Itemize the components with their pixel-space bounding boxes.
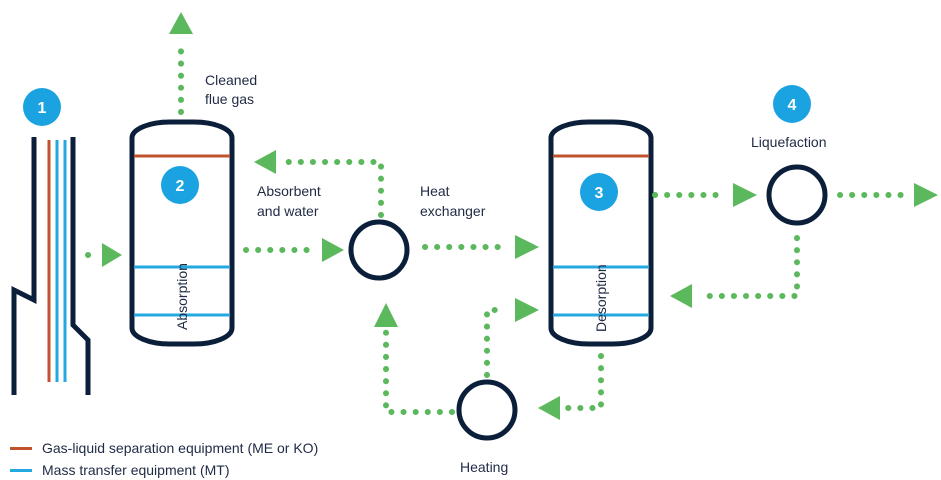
desorption-label: Desorption [593,264,609,332]
absorbent-label-2: and water [257,203,319,219]
svg-text:3: 3 [595,185,604,202]
heating-ring [456,379,518,441]
heat-exchanger-label-1: Heat [420,183,450,199]
heating-label: Heating [460,459,508,475]
step-badge-2: 2 [161,166,199,204]
liquefaction-label: Liquefaction [751,134,827,150]
mass-transfer-swatch [10,468,32,472]
flow-lines [85,12,938,420]
legend-mass-transfer: Mass transfer equipment (MT) [10,462,230,478]
step-badge-1: 1 [23,88,61,126]
liquefaction-ring [766,164,828,226]
svg-text:4: 4 [788,97,797,114]
desorption-column: Desorption [548,119,654,347]
cleaned-flue-gas-label-1: Cleaned [205,72,257,88]
heat-exchanger-ring [348,219,410,281]
step-badge-3: 3 [580,173,618,211]
legend-separation: Gas-liquid separation equipment (ME or K… [10,440,318,456]
legend-mass-transfer-label: Mass transfer equipment (MT) [42,462,230,478]
svg-text:2: 2 [176,178,185,195]
step-badge-4: 4 [773,85,811,123]
absorption-label: Absorption [174,263,190,330]
separation-swatch [10,446,32,450]
absorption-column: Absorption [129,119,235,347]
svg-text:1: 1 [38,100,47,117]
legend-separation-label: Gas-liquid separation equipment (ME or K… [42,440,319,456]
flue-stack [11,137,91,395]
absorbent-label-1: Absorbent [257,183,321,199]
cleaned-flue-gas-label-2: flue gas [205,91,254,107]
heat-exchanger-label-2: exchanger [420,203,486,219]
